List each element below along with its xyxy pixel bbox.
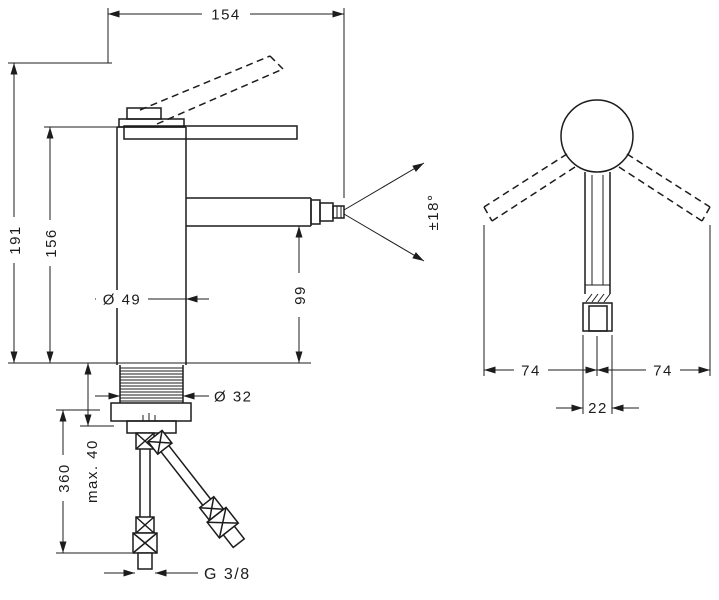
handle-hub [126, 107, 162, 120]
dim-label-handle-reach-left: 74 [521, 363, 541, 380]
dimension-spout-reach: 154 [107, 5, 345, 198]
dimension-connection-thread: G 3/8 [104, 566, 251, 583]
dim-label-spout-height: 99 [292, 285, 309, 305]
side-view: 74 74 22 [483, 99, 711, 417]
spout [186, 197, 345, 227]
dim-label-handle-reach-right: 74 [653, 363, 673, 380]
dim-label-swivel-angle: ±18° [425, 194, 442, 231]
dim-label-spout-reach: 154 [211, 7, 241, 24]
dimension-body-diameter: Ø 49 [95, 290, 209, 309]
faucet-body-side [560, 99, 634, 294]
supply-hose-vertical [132, 432, 158, 570]
dimension-total-height: 191 [4, 62, 112, 363]
dimension-upper-height: 156 [40, 126, 117, 363]
dim-label-total-height: 191 [7, 225, 24, 255]
handle-knob-side [560, 99, 634, 173]
supply-hose-angled [146, 429, 246, 549]
dimension-shank-diameter: Ø 32 [95, 389, 253, 406]
dimension-swivel-angle: ±18° [343, 162, 442, 262]
aerator-side [582, 293, 613, 332]
dim-label-body-diameter: Ø 49 [103, 292, 142, 309]
dim-label-hose-length: 360 [56, 463, 73, 493]
handle-lever [123, 125, 298, 140]
mounting-nut [110, 402, 192, 434]
dim-label-body-width: 22 [588, 400, 608, 417]
faucet-body-front [116, 107, 298, 365]
handle-raised-position-dashed [139, 55, 284, 125]
dim-label-mounting-max: max. 40 [84, 439, 101, 503]
aerator-ring [310, 199, 321, 225]
front-view: 154 191 156 Ø 49 99 [4, 5, 442, 583]
dim-label-upper-height: 156 [43, 228, 60, 258]
lever-swing-positions-dashed [483, 153, 711, 222]
dimension-mounting-max: max. 40 [80, 363, 114, 503]
dim-label-shank-diameter: Ø 32 [214, 389, 253, 406]
dimension-spout-height: 99 [288, 226, 310, 363]
dim-label-connection-thread: G 3/8 [204, 566, 251, 583]
dimension-hose-length: 360 [52, 409, 132, 554]
aerator-tip [332, 205, 345, 219]
threaded-shank [119, 365, 184, 403]
dimension-body-width: 22 [556, 335, 639, 417]
dimension-handle-reach: 74 74 [483, 225, 711, 380]
aerator-body [319, 202, 334, 222]
